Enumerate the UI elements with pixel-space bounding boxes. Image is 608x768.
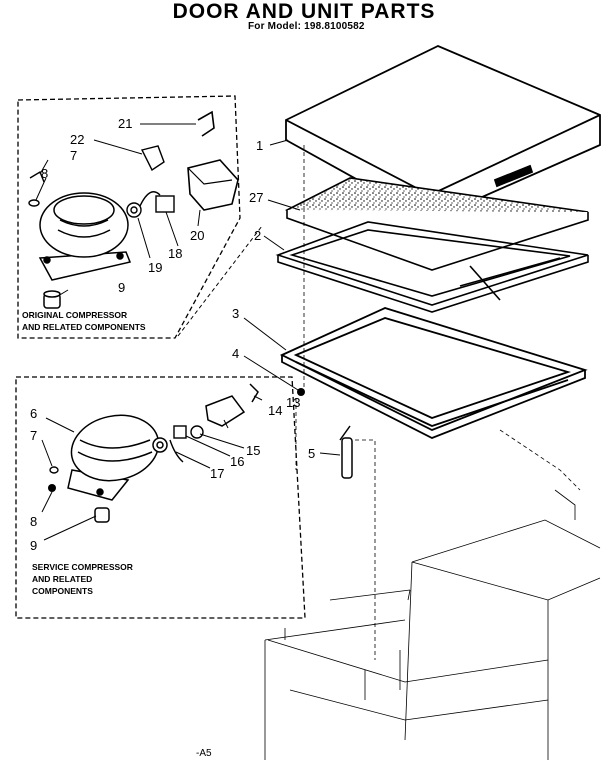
callout-22: 22	[70, 132, 84, 147]
callout-17: 17	[210, 466, 224, 481]
relay-part-19	[126, 191, 161, 218]
clip-part-7	[29, 170, 45, 183]
callout-4: 4	[232, 346, 239, 361]
hinge-part-5	[339, 425, 353, 479]
overload-part-15	[190, 425, 204, 439]
original-compressor	[38, 192, 132, 281]
callout-serv-9: 9	[30, 538, 37, 553]
service-washer-part-8	[48, 484, 56, 492]
callout-19: 19	[148, 260, 162, 275]
wire-part-17	[169, 439, 184, 463]
door-gasket-part-3	[279, 307, 588, 439]
original-group-caption-line1: ORIGINAL COMPRESSOR	[22, 310, 127, 320]
service-group-caption-line3: COMPONENTS	[32, 586, 93, 596]
original-compressor-group: ORIGINAL COMPRESSOR AND RELATED COMPONEN…	[17, 95, 241, 339]
callout-16: 16	[230, 454, 244, 469]
callout-27: 27	[249, 190, 263, 205]
relay-part-16	[173, 425, 187, 439]
callout-orig-8: 8	[41, 166, 48, 181]
callout-2: 2	[254, 228, 261, 243]
callout-14: 14	[268, 403, 282, 418]
service-group-caption-line1: SERVICE COMPRESSOR	[32, 562, 133, 572]
callout-20: 20	[190, 228, 204, 243]
page-title: DOOR AND UNIT PARTS	[172, 0, 436, 23]
callout-1: 1	[256, 138, 263, 153]
callout-serv-7: 7	[30, 428, 37, 443]
service-clip-part-7	[49, 466, 59, 474]
callout-6: 6	[30, 406, 37, 421]
door-liner-part-2	[275, 221, 589, 313]
service-compressor	[67, 414, 168, 501]
callout-21: 21	[118, 116, 132, 131]
bracket-part-22	[140, 145, 165, 172]
assembly-axis-lines	[295, 145, 581, 660]
original-group-caption-line2: AND RELATED COMPONENTS	[22, 322, 146, 332]
callout-13: 13	[286, 395, 300, 410]
clip-part-21	[197, 110, 215, 137]
overload-part-18	[155, 195, 175, 213]
page-footer: -A5	[196, 748, 212, 759]
callout-serv-8: 8	[30, 514, 37, 529]
callout-orig-9: 9	[118, 280, 125, 295]
clip-part-13	[249, 383, 259, 403]
screw-part-4	[297, 388, 305, 396]
model-subtitle: For Model: 198.8100582	[248, 21, 365, 32]
insulation-panel-part-27	[284, 177, 589, 271]
callout-5: 5	[308, 446, 315, 461]
service-compressor-group: SERVICE COMPRESSOR AND RELATED COMPONENT…	[15, 376, 306, 619]
callout-18: 18	[168, 246, 182, 261]
cover-part-14	[205, 395, 246, 427]
cover-part-20	[187, 159, 239, 211]
grommet-part-9	[43, 290, 61, 309]
group-lead-line	[177, 225, 263, 337]
door-lid-part-1	[285, 45, 601, 222]
callout-15: 15	[246, 443, 260, 458]
callout-3: 3	[232, 306, 239, 321]
leader-lines	[35, 123, 341, 541]
service-group-caption-line2: AND RELATED	[32, 574, 92, 584]
service-grommet-part-9	[94, 507, 110, 523]
callout-orig-7: 7	[70, 148, 77, 163]
cabinet-outline	[264, 489, 601, 760]
washer-part-8	[28, 199, 40, 207]
